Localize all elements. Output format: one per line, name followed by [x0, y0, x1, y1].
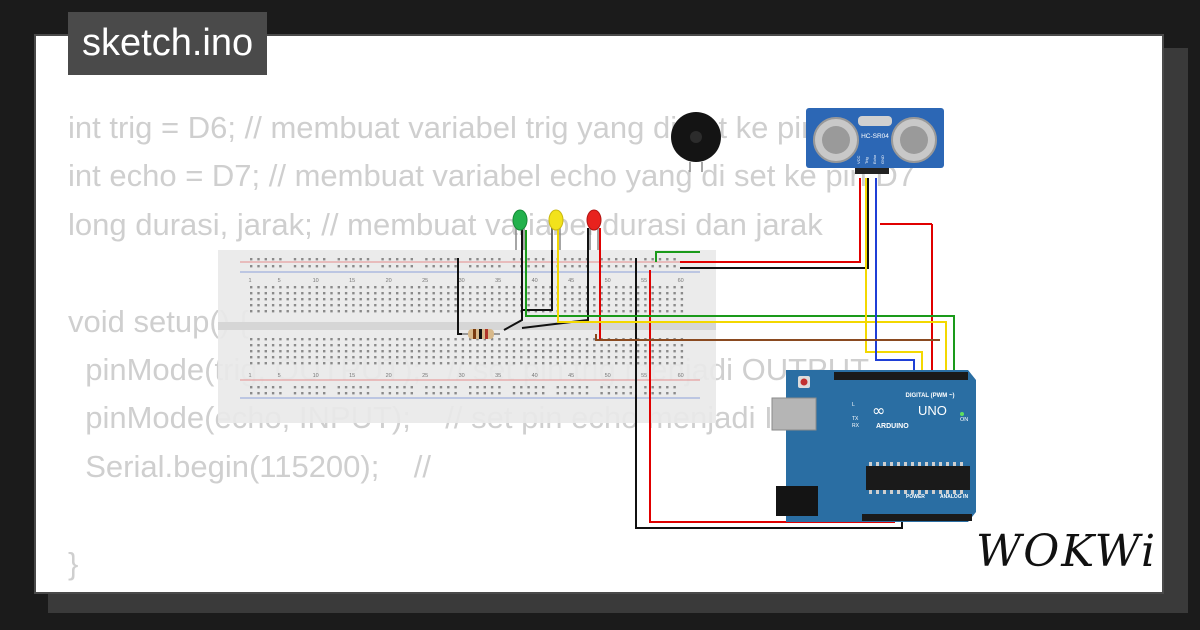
- breadboard-column-label: 10: [313, 278, 319, 284]
- analog-label: ANALOG IN: [940, 494, 968, 500]
- code-line: Serial.begin(115200); //: [68, 448, 432, 484]
- l-label: L: [852, 402, 855, 408]
- breadboard-column-label: 15: [349, 278, 355, 284]
- microcontroller-chip: [866, 466, 970, 490]
- breadboard-column-label: 35: [495, 373, 501, 379]
- wire-black-sensor: [680, 178, 869, 269]
- power-analog-header: [862, 514, 972, 521]
- breadboard-column-label: 20: [386, 373, 392, 379]
- wires: [457, 178, 955, 529]
- breadboard-column-label: 15: [349, 373, 355, 379]
- breadboard-column-label: 40: [532, 278, 538, 284]
- wire-yellow-led: [557, 230, 947, 378]
- file-tab[interactable]: sketch.ino: [68, 12, 268, 75]
- breadboard-column-label: 25: [422, 278, 428, 284]
- tx-label: TX: [852, 416, 859, 422]
- wokwi-logo: WOKWi: [976, 526, 1158, 577]
- digital-header: [834, 372, 968, 380]
- led-yellow[interactable]: [548, 209, 564, 250]
- breadboard-column-label: 1: [248, 278, 251, 284]
- breadboard-column-label: 1: [248, 373, 251, 379]
- led-red[interactable]: [586, 209, 602, 250]
- breadboard-column-label: 30: [459, 278, 465, 284]
- arduino-model: UNO: [918, 403, 947, 418]
- breadboard-column-label: 5: [278, 278, 281, 284]
- led-green[interactable]: [512, 209, 528, 250]
- code-line: void setup() {: [68, 303, 249, 339]
- sensor-pin-label: Trig: [864, 157, 869, 164]
- breadboard-column-label: 20: [386, 278, 392, 284]
- sensor-pin-label: GND: [880, 155, 885, 164]
- code-line: long durasi, jarak; // membuat variabel …: [68, 206, 823, 242]
- breadboard-column-label: 30: [459, 373, 465, 379]
- resistor[interactable]: [462, 329, 500, 339]
- breadboard-column-label: 60: [678, 278, 684, 284]
- breadboard-column-label: 55: [641, 278, 647, 284]
- sensor-pin-label: VCC: [856, 155, 861, 164]
- breadboard-column-label: 10: [313, 373, 319, 379]
- wire-black-led3: [521, 228, 589, 329]
- buzzer[interactable]: [671, 112, 721, 172]
- wire-red-sensor: [680, 178, 861, 263]
- power-label: POWER: [906, 494, 925, 500]
- sensor-label: HC-SR04: [861, 133, 889, 140]
- wire-green-led: [525, 230, 955, 378]
- wire-yellow-sensor: [865, 178, 923, 378]
- chip-pins: [869, 462, 963, 494]
- wire-brown: [595, 334, 940, 341]
- breadboard-column-label: 55: [641, 373, 647, 379]
- breadboard-column-label: 40: [532, 373, 538, 379]
- sensor-pin-label: Echo: [872, 154, 877, 164]
- code-line: int trig = D6; // membuat variabel trig …: [68, 110, 867, 145]
- arduino-uno[interactable]: DIGITAL (PWM ~) UNO ARDUINO ∞ ON TX RX L…: [771, 370, 976, 522]
- wire-black-gnd: [635, 258, 903, 529]
- arduino-brand: ARDUINO: [876, 423, 909, 430]
- wire-black-led2: [521, 228, 553, 320]
- power-jack: [776, 486, 818, 516]
- code-line: }: [68, 545, 79, 581]
- arduino-infinity-icon: ∞: [872, 401, 885, 420]
- breadboard-column-label: 25: [422, 373, 428, 379]
- digital-label: DIGITAL (PWM ~): [906, 393, 955, 399]
- breadboard-column-label: 60: [678, 373, 684, 379]
- rx-label: RX: [852, 423, 860, 429]
- wire-green-bb: [655, 251, 700, 262]
- breadboard-column-label: 50: [605, 373, 611, 379]
- breadboard-column-label: 45: [568, 373, 574, 379]
- breadboard-column-label: 50: [605, 278, 611, 284]
- file-tab-label: sketch.ino: [82, 22, 254, 64]
- breadboard-column-label: 5: [278, 373, 281, 379]
- breadboard-column-label: 45: [568, 278, 574, 284]
- wire-blue-sensor: [875, 178, 915, 378]
- usb-port: [771, 397, 817, 431]
- breadboard-column-label: 35: [495, 278, 501, 284]
- on-label: ON: [960, 417, 968, 423]
